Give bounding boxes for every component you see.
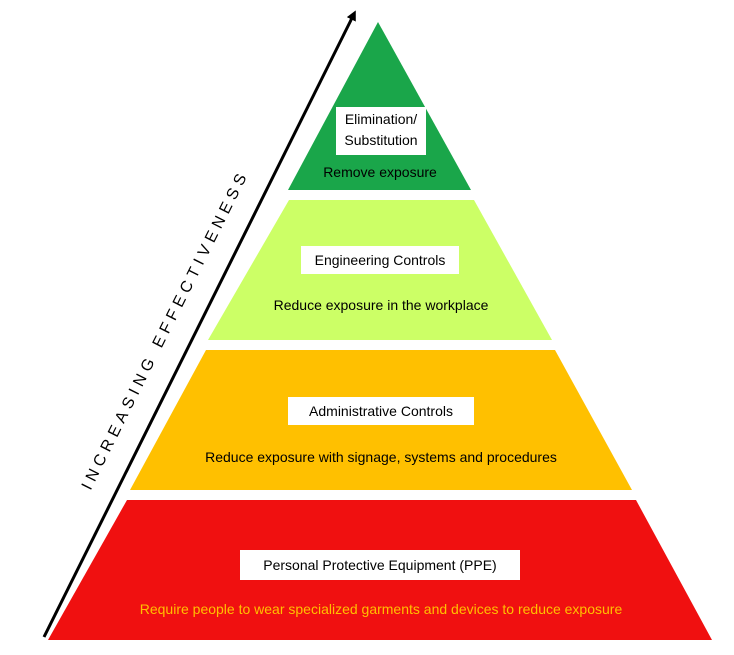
tier-administrative: Administrative Controls Reduce exposure …	[130, 350, 632, 490]
tier-ppe-title-box	[240, 550, 520, 580]
tier-engineering: Engineering Controls Reduce exposure in …	[208, 200, 552, 340]
tier-elimination: Elimination/ Substitution Remove exposur…	[288, 22, 471, 190]
tier-engineering-description: Reduce exposure in the workplace	[274, 297, 489, 313]
tier-engineering-title-box	[301, 246, 459, 274]
effectiveness-arrow	[42, 10, 356, 638]
tier-elimination-title-box	[336, 107, 426, 155]
tier-ppe: Personal Protective Equipment (PPE) Requ…	[48, 500, 712, 640]
tier-elimination-title-line-1: Elimination/	[345, 111, 417, 127]
tier-elimination-description: Remove exposure	[323, 164, 437, 180]
tier-ppe-title: Personal Protective Equipment (PPE)	[263, 557, 496, 573]
tier-administrative-description: Reduce exposure with signage, systems an…	[205, 449, 557, 465]
tier-administrative-title-box	[288, 397, 474, 425]
tier-engineering-title: Engineering Controls	[315, 252, 446, 268]
tier-administrative-title: Administrative Controls	[309, 403, 453, 419]
tier-elimination-title-line-2: Substitution	[344, 132, 417, 148]
tier-ppe-description: Require people to wear specialized garme…	[140, 601, 623, 617]
